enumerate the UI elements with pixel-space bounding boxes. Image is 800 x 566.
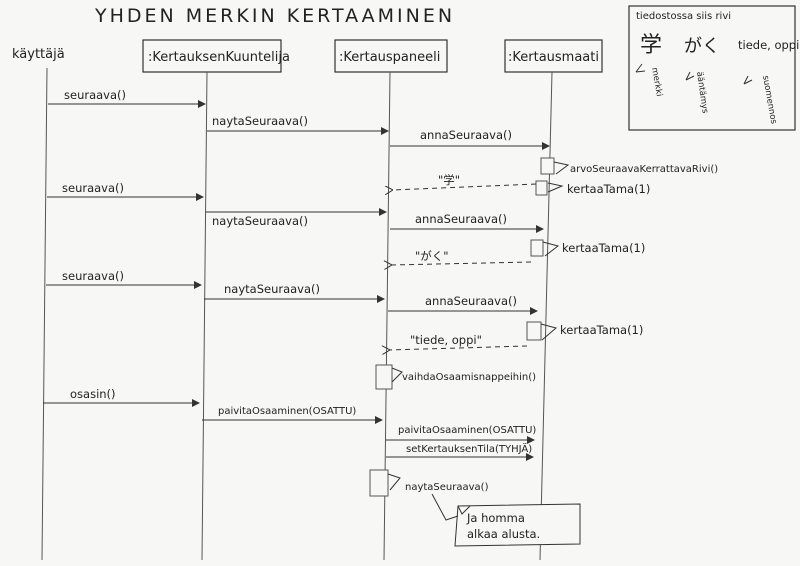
activation-box	[540, 157, 555, 175]
legend-box: tiedostossa siis rivi 学 がく tiede, oppi m…	[628, 5, 799, 131]
label-return-3: "tiede, oppi"	[410, 333, 482, 347]
activation-box	[530, 239, 544, 257]
arrow-kerta-1-self	[547, 182, 564, 193]
note-line-1: Ja homma	[466, 511, 525, 525]
label-seuraava-1: seuraava()	[64, 88, 126, 102]
arrow-return-2	[391, 262, 532, 265]
activation-box	[535, 180, 548, 196]
label-anna-3: annaSeuraava()	[425, 294, 517, 308]
note-connector	[431, 493, 459, 521]
label-kerta-3: kertaaTama(1)	[560, 323, 643, 337]
activation-box	[369, 469, 389, 497]
activation-box	[526, 321, 542, 341]
label-vaihda: vaihdaOsaamisnappeihin()	[402, 372, 536, 383]
participant-kertauspaneeli-label: :Kertauspaneeli	[339, 50, 440, 65]
legend-kana: がく	[684, 36, 720, 57]
arrow-kerta-2-self	[542, 241, 560, 257]
label-arvo: arvoSeuraavaKerrattavaRivi()	[570, 164, 718, 175]
label-set-tila: setKertauksenTila(TYHJÄ)	[406, 442, 532, 455]
label-seuraava-3: seuraava()	[62, 269, 124, 283]
label-paivita-1: paivitaOsaaminen(OSATTU)	[218, 406, 356, 417]
arrow-nayta-4-self	[387, 473, 401, 491]
legend-arrow-icon	[743, 75, 753, 85]
activation-boxes	[369, 157, 555, 497]
arrow-kerta-3-self	[540, 323, 558, 341]
label-nayta-4: naytaSeuraava()	[405, 482, 489, 493]
legend-arrow-icon	[685, 71, 695, 81]
diagram-title: YHDEN MERKIN KERTAAMINEN	[94, 5, 455, 27]
participant-kuuntelija-label: :KertauksenKuuntelija	[148, 50, 290, 65]
label-paivita-2: paivitaOsaaminen(OSATTU)	[398, 425, 536, 436]
label-seuraava-2: seuraava()	[62, 181, 124, 195]
label-kerta-1: kertaaTama(1)	[567, 182, 650, 196]
label-kerta-2: kertaaTama(1)	[562, 241, 645, 255]
note-line-2: alkaa alusta.	[467, 527, 540, 541]
participant-kertausmaati-label: :Kertausmaati	[508, 50, 599, 65]
label-nayta-3: naytaSeuraava()	[224, 282, 320, 296]
label-nayta-1: naytaSeuraava()	[212, 114, 308, 128]
lifeline-user	[41, 67, 48, 561]
label-osasin: osasin()	[70, 387, 116, 401]
lifeline-kertausmaati	[539, 71, 553, 561]
arrow-arvo-self	[553, 161, 570, 175]
legend-meaning: tiede, oppi	[738, 38, 799, 52]
legend-note-suomennos: suomennos	[760, 75, 778, 125]
legend-note-merkki: merkki	[649, 67, 664, 98]
label-nayta-2: naytaSeuraava()	[212, 214, 308, 228]
note-box: Ja homma alkaa alusta.	[431, 493, 581, 547]
legend-header: tiedostossa siis rivi	[636, 11, 731, 22]
participant-kertausmaati: :Kertausmaati	[504, 39, 603, 73]
arrow-vaihda-self	[391, 367, 403, 383]
legend-kanji: 学	[640, 33, 662, 58]
participant-kuuntelija: :KertauksenKuuntelija	[142, 39, 290, 73]
label-return-2: "がく"	[415, 249, 449, 263]
arrow-return-1	[392, 183, 537, 190]
activation-box	[375, 364, 393, 390]
actor-label: käyttäjä	[12, 47, 65, 62]
label-anna-1: annaSeuraava()	[420, 128, 512, 142]
participant-kertauspaneeli: :Kertauspaneeli	[334, 39, 448, 73]
lifelines	[41, 67, 553, 561]
lifeline-kuuntelija	[201, 71, 208, 561]
label-anna-2: annaSeuraava()	[415, 212, 507, 226]
label-return-1: "学"	[438, 173, 460, 187]
legend-note-aantamys: ääntämys	[694, 71, 710, 115]
legend-arrow-icon	[635, 63, 646, 73]
